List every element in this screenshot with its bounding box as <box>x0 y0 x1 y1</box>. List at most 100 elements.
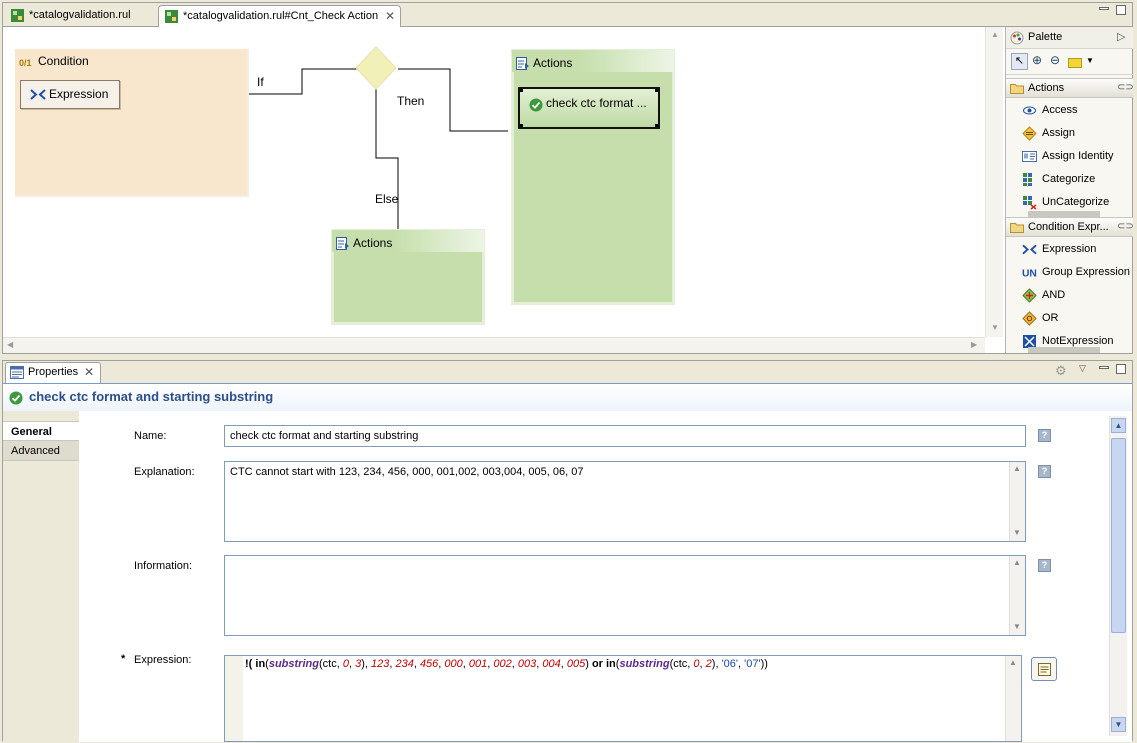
expression-token: ), <box>361 658 371 670</box>
minimize-icon[interactable] <box>1099 366 1109 369</box>
note-dropdown-icon[interactable]: ▼ <box>1086 56 1094 65</box>
palette-panel: Palette ▷ ↖ ⊕ ⊖ ▼ Actions ⊂⊃ Access <box>1005 27 1134 353</box>
note-tool-icon[interactable] <box>1068 58 1082 68</box>
expression-token: , <box>348 658 356 670</box>
drawer-pin-icon[interactable]: ⊂⊃ <box>1117 82 1134 93</box>
palette-drawer-condition-expr[interactable]: Condition Expr... ⊂⊃ <box>1006 217 1134 237</box>
tab-cnt-check-action[interactable]: *catalogvalidation.rul#Cnt_Check Action … <box>158 5 401 28</box>
expression-token: (ctc, <box>318 658 343 670</box>
group-expression-icon: UN <box>1022 269 1037 280</box>
palette-item-assign-identity[interactable]: Assign Identity <box>1022 147 1114 165</box>
help-icon[interactable]: ? <box>1038 429 1051 442</box>
folder-open-icon <box>1010 84 1024 94</box>
then-actions-node[interactable]: Actions check ctc format ... <box>511 49 675 305</box>
tab-general[interactable]: General <box>3 421 79 441</box>
expression-node[interactable]: Expression <box>20 80 120 109</box>
condition-icon: 0/1 <box>19 58 32 67</box>
palette-item-or[interactable]: OR <box>1022 309 1059 327</box>
palette-header[interactable]: Palette ▷ <box>1006 27 1133 49</box>
help-icon[interactable]: ? <box>1038 559 1051 572</box>
scroll-up-icon[interactable]: ▲ <box>1111 418 1126 433</box>
expression-token: , <box>560 658 567 670</box>
palette-item-access[interactable]: Access <box>1022 101 1077 119</box>
drawer-scroll-indicator[interactable] <box>1028 211 1100 217</box>
expression-token: , <box>413 658 420 670</box>
pin-view-icon[interactable]: ⚙ <box>1055 363 1067 378</box>
palette-item-assign[interactable]: Assign <box>1022 124 1075 142</box>
palette-item-and[interactable]: AND <box>1022 286 1065 304</box>
if-label: If <box>257 75 264 89</box>
scroll-up-icon[interactable]: ▲ <box>991 30 999 39</box>
palette-item-categorize[interactable]: Categorize <box>1022 170 1095 188</box>
uncategorize-icon <box>1023 196 1037 210</box>
expression-editor[interactable]: !( in(substring(ctc, 0, 3), 123, 234, 45… <box>224 655 1022 742</box>
else-label: Else <box>375 192 399 206</box>
explanation-scrollbar[interactable]: ▲ ▼ <box>1009 462 1025 541</box>
close-tab-icon[interactable]: ✕ <box>84 365 95 379</box>
scroll-down-icon[interactable]: ▼ <box>991 323 999 332</box>
close-tab-icon[interactable]: ✕ <box>385 9 396 23</box>
palette-collapse-icon[interactable]: ▷ <box>1117 31 1126 43</box>
scroll-up-icon[interactable]: ▲ <box>1009 658 1017 667</box>
resize-handle[interactable] <box>655 89 658 92</box>
maximize-icon[interactable] <box>1116 364 1126 374</box>
palette-item-not-expression[interactable]: NotExpression <box>1022 332 1114 350</box>
palette-item-group-expression[interactable]: UN Group Expression <box>1022 266 1131 280</box>
resize-handle[interactable] <box>655 124 658 127</box>
decision-node[interactable] <box>355 46 397 90</box>
tab-properties[interactable]: Properties ✕ <box>5 362 101 383</box>
zoom-out-icon[interactable]: ⊖ <box>1050 53 1061 67</box>
palette-item-expression[interactable]: Expression <box>1022 240 1096 258</box>
expression-token: ), <box>711 658 722 670</box>
palette-item-uncategorize[interactable]: UnCategorize <box>1022 193 1109 211</box>
information-scrollbar[interactable]: ▲ ▼ <box>1009 556 1025 635</box>
scroll-up-icon[interactable]: ▲ <box>1013 558 1021 567</box>
scroll-right-icon[interactable]: ▶ <box>971 340 978 349</box>
expression-token: , <box>389 658 396 670</box>
resize-handle[interactable] <box>520 124 523 127</box>
drawer-scroll-indicator[interactable] <box>1028 347 1100 353</box>
expression-token: substring <box>619 658 670 670</box>
scroll-down-icon[interactable]: ▼ <box>1111 717 1126 732</box>
scroll-thumb[interactable] <box>1111 438 1126 633</box>
properties-title: check ctc format and starting substring <box>29 389 274 404</box>
properties-scrollbar[interactable]: ▲ ▼ <box>1109 416 1127 736</box>
expression-token: !( <box>245 658 256 670</box>
information-field[interactable]: ▲ ▼ <box>224 555 1026 636</box>
tab-label: *catalogvalidation.rul <box>29 9 131 21</box>
expression-token: , <box>536 658 543 670</box>
explanation-field[interactable]: CTC cannot start with 123, 234, 456, 000… <box>224 461 1026 542</box>
canvas-vertical-scrollbar[interactable]: ▲ ▼ <box>985 27 1003 337</box>
maximize-icon[interactable] <box>1116 5 1126 15</box>
scroll-down-icon[interactable]: ▼ <box>1013 528 1021 537</box>
tab-catalogvalidation[interactable]: *catalogvalidation.rul <box>5 5 155 27</box>
drawer-pin-icon[interactable]: ⊂⊃ <box>1117 221 1134 232</box>
palette-drawer-actions[interactable]: Actions ⊂⊃ <box>1006 78 1134 98</box>
expression-token: 0 <box>693 658 700 670</box>
check-icon <box>9 391 23 405</box>
canvas-horizontal-scrollbar[interactable]: ◀ ▶ <box>3 337 985 353</box>
view-menu-icon[interactable]: ▽ <box>1079 363 1086 373</box>
expression-token: ) <box>585 658 592 670</box>
else-actions-node[interactable]: Actions <box>331 229 485 325</box>
check-ctc-action[interactable]: check ctc format ... <box>518 87 660 129</box>
resize-handle[interactable] <box>520 89 523 92</box>
select-tool-icon[interactable]: ↖ <box>1011 53 1028 70</box>
zoom-in-icon[interactable]: ⊕ <box>1032 53 1043 67</box>
required-mark: * <box>121 653 126 665</box>
name-field[interactable]: check ctc format and starting substring <box>224 425 1026 447</box>
tab-advanced[interactable]: Advanced <box>3 441 79 461</box>
expression-token: 123 <box>370 658 390 670</box>
expression-token: 005 <box>566 658 586 670</box>
help-icon[interactable]: ? <box>1038 465 1051 478</box>
scroll-up-icon[interactable]: ▲ <box>1013 464 1021 473</box>
minimize-icon[interactable] <box>1099 7 1109 10</box>
expression-scrollbar[interactable]: ▲ <box>1005 656 1021 741</box>
expression-builder-button[interactable] <box>1031 657 1057 681</box>
scroll-down-icon[interactable]: ▼ <box>1013 622 1021 631</box>
scroll-left-icon[interactable]: ◀ <box>7 340 14 349</box>
expression-text[interactable]: !( in(substring(ctc, 0, 3), 123, 234, 45… <box>245 658 768 670</box>
